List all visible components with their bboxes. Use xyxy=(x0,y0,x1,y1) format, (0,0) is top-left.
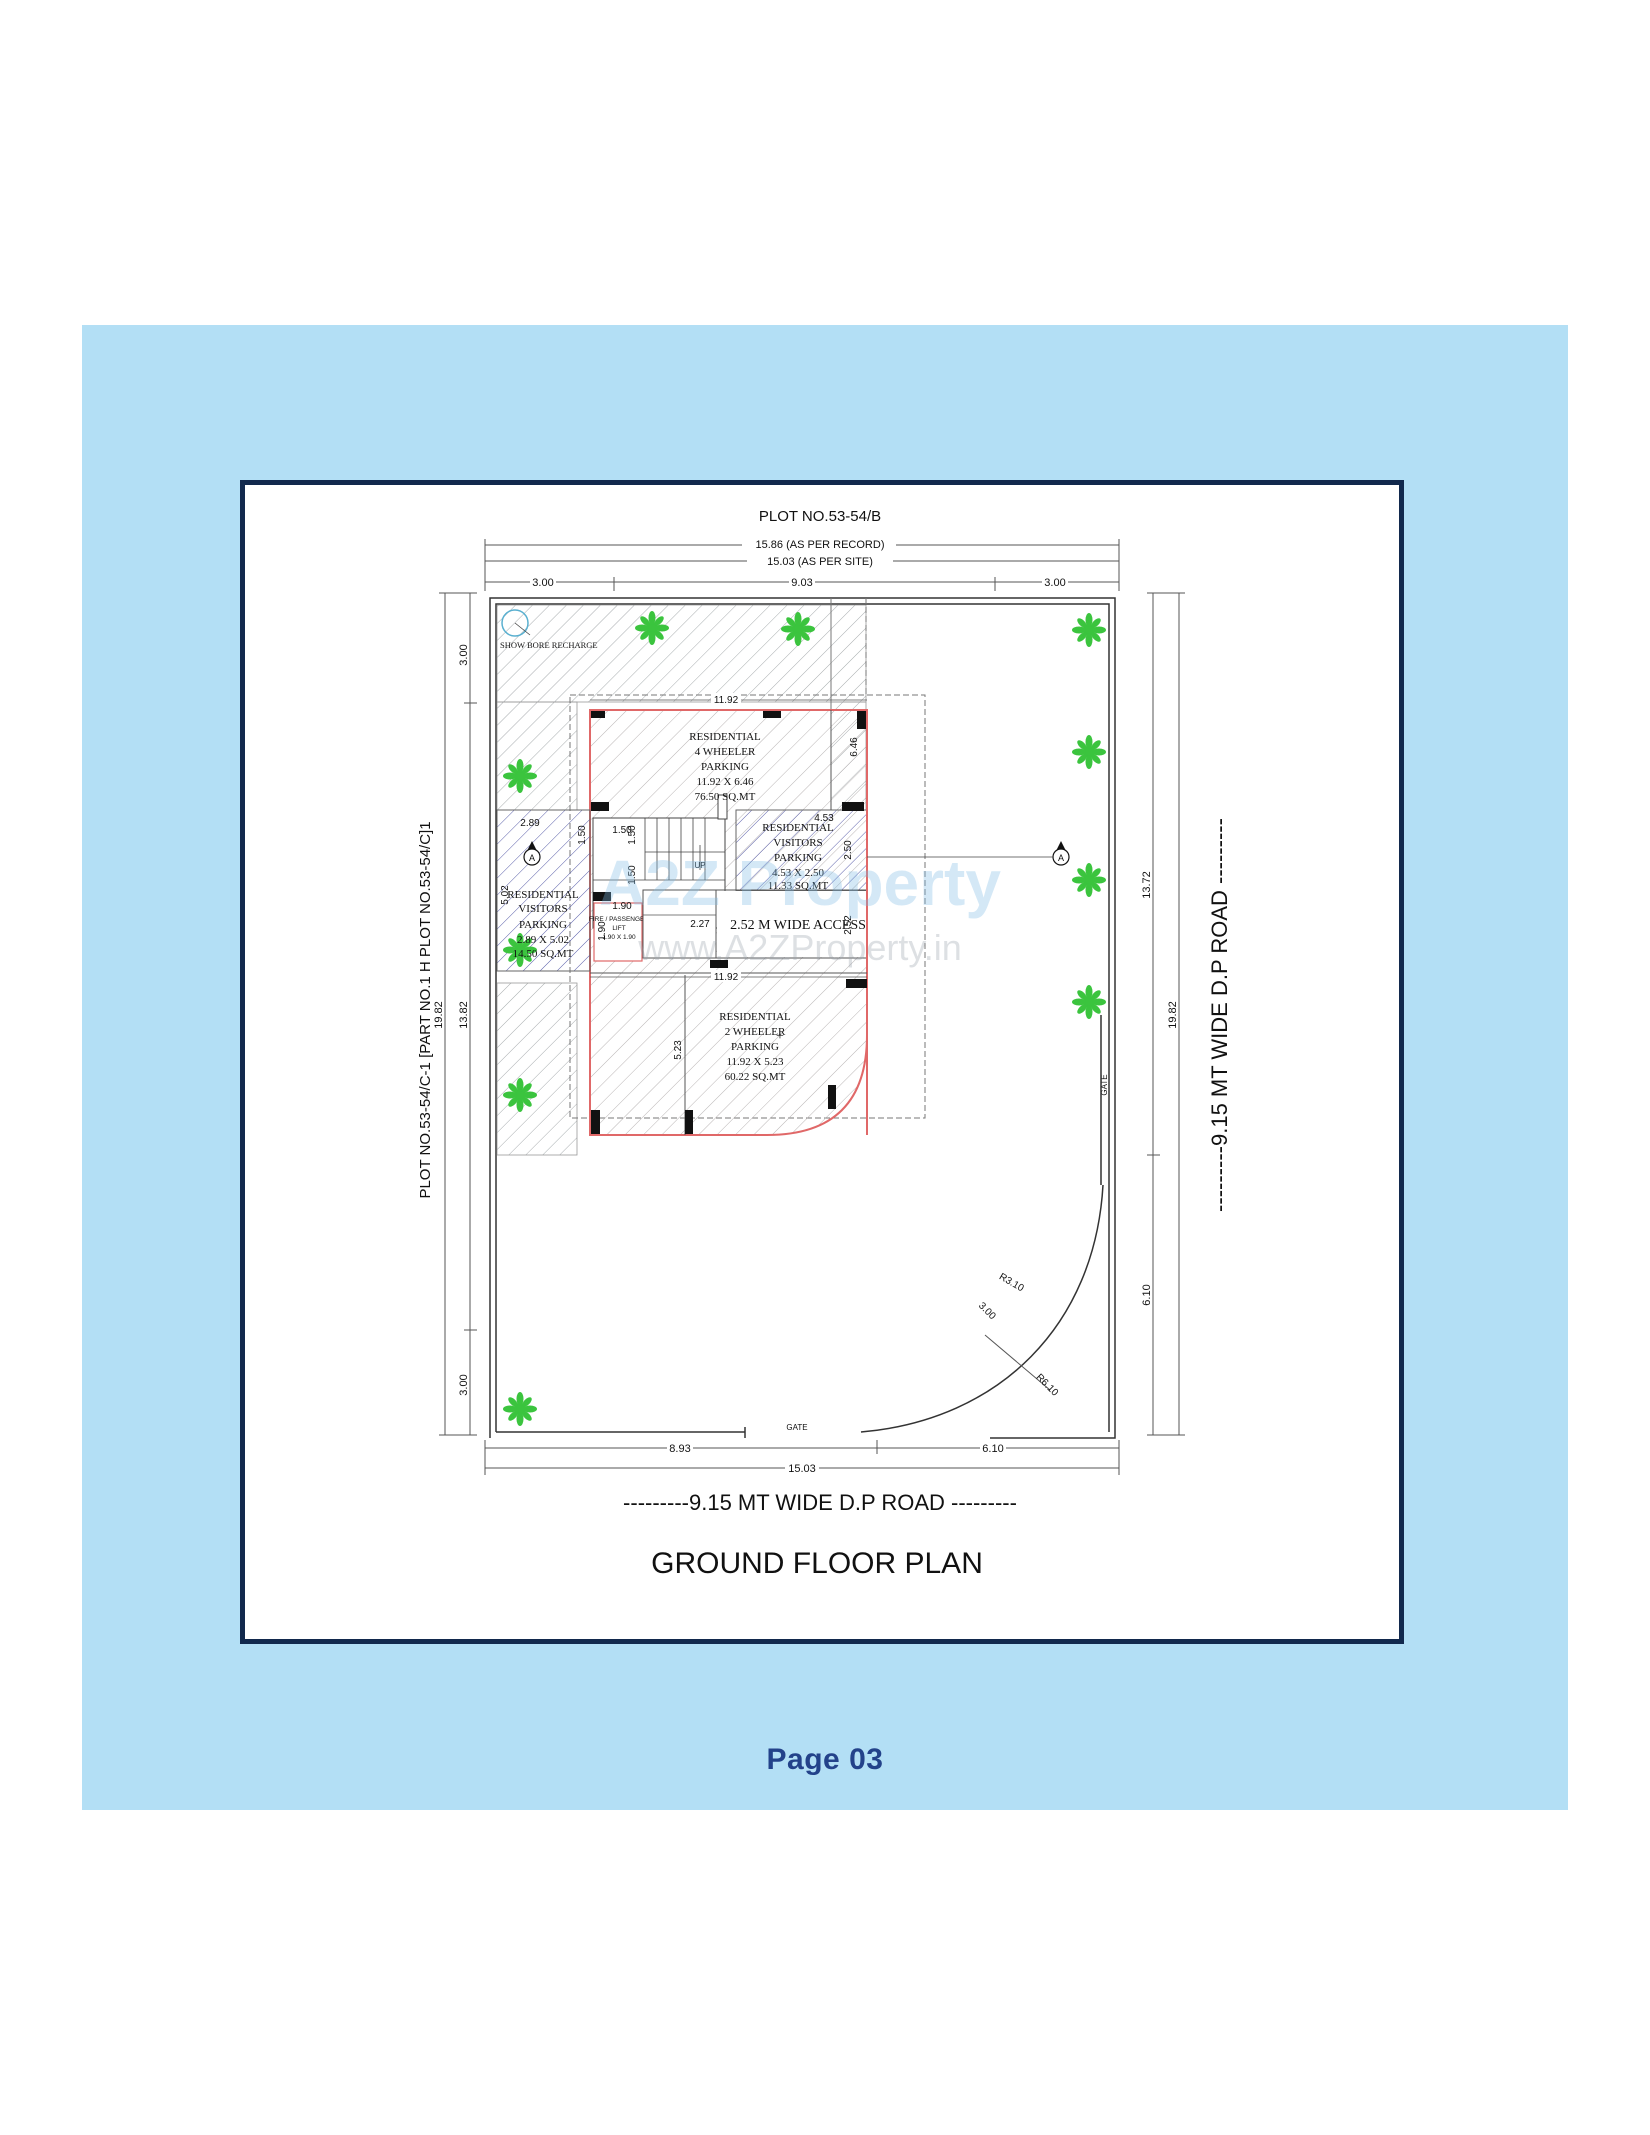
svg-text:1.90: 1.90 xyxy=(612,901,632,912)
access-lane xyxy=(717,891,866,957)
svg-text:19.82: 19.82 xyxy=(433,1001,445,1029)
svg-text:FIRE / PASSENGER: FIRE / PASSENGER xyxy=(589,916,650,923)
svg-text:2.27: 2.27 xyxy=(690,919,710,930)
svg-text:+: + xyxy=(776,1029,784,1044)
label-visitors-right: RESIDENTIAL VISITORS PARKING 4.53 X 2.50… xyxy=(762,822,834,892)
right-dim-text: 13.72 19.82 6.10 xyxy=(1141,871,1179,1305)
svg-text:1.90 X 1.90: 1.90 X 1.90 xyxy=(602,934,636,941)
page-number: Page 03 xyxy=(766,1743,884,1776)
driveway-arc xyxy=(860,1184,1104,1433)
svg-text:3.00: 3.00 xyxy=(976,1300,998,1322)
plot-left-label: PLOT NO.53-54/C-1 [PART NO.1 H PLOT NO.5… xyxy=(417,821,434,1198)
svg-text:3.00: 3.00 xyxy=(458,1374,470,1395)
lift: FIRE / PASSENGER LIFT 1.90 X 1.90 xyxy=(589,902,650,962)
svg-text:1.50: 1.50 xyxy=(577,825,588,845)
svg-text:3.00: 3.00 xyxy=(458,644,470,665)
svg-text:11.92: 11.92 xyxy=(714,695,739,706)
svg-text:A: A xyxy=(529,853,535,863)
label-visitors-left: RESIDENTIAL VISITORS PARKING 2.89 X 5.02… xyxy=(507,889,579,960)
svg-text:1.50: 1.50 xyxy=(627,865,638,885)
svg-text:19.82: 19.82 xyxy=(1167,1001,1179,1029)
svg-text:1.50: 1.50 xyxy=(612,825,632,836)
dim-site: 15.03 (AS PER SITE) xyxy=(767,556,873,568)
page-panel: PLOT NO.53-54/B 15.86 (AS PER RECORD) 15… xyxy=(82,325,1568,1810)
svg-text:2.89: 2.89 xyxy=(520,818,540,829)
section-marker-left: A xyxy=(523,841,541,866)
svg-text:VISITORS: VISITORS xyxy=(773,837,822,849)
dim-bottom-left: 8.93 xyxy=(669,1443,690,1455)
svg-text:6.46: 6.46 xyxy=(849,737,860,757)
columns xyxy=(591,711,867,1134)
svg-text:14.50 SQ.MT: 14.50 SQ.MT xyxy=(513,948,574,960)
bore-recharge-label: SHOW BORE RECHARGE xyxy=(500,640,598,650)
svg-text:PARKING: PARKING xyxy=(701,761,749,773)
svg-text:VISITORS: VISITORS xyxy=(518,903,567,915)
section-marker-right: A xyxy=(867,841,1070,866)
svg-text:5.02: 5.02 xyxy=(500,885,511,905)
svg-text:5.23: 5.23 xyxy=(673,1040,684,1060)
svg-text:2.52: 2.52 xyxy=(843,915,854,935)
access-label: 2.52 M WIDE ACCESS xyxy=(730,918,866,933)
plan-frame: PLOT NO.53-54/B 15.86 (AS PER RECORD) 15… xyxy=(240,480,1404,1644)
interior-dimensions: 11.92 11.92 6.46 5.23 2.89 5.02 4.53 2.5… xyxy=(500,693,1060,1399)
label-4-wheeler: RESIDENTIAL 4 WHEELER PARKING 11.92 X 6.… xyxy=(689,731,761,803)
plot-boundary xyxy=(489,597,1116,1439)
svg-text:PARKING: PARKING xyxy=(731,1041,779,1053)
svg-text:11.92 X 6.46: 11.92 X 6.46 xyxy=(696,776,754,788)
svg-text:PARKING: PARKING xyxy=(519,919,567,931)
visitors-right-zone xyxy=(735,809,868,892)
plot-top-label: PLOT NO.53-54/B xyxy=(759,508,881,525)
svg-text:UP: UP xyxy=(694,861,705,870)
label-2-wheeler: RESIDENTIAL 2 WHEELER PARKING 11.92 X 5.… xyxy=(719,1011,791,1083)
svg-text:2.50: 2.50 xyxy=(843,840,854,860)
gate-right-label: GATE xyxy=(1100,1074,1109,1095)
svg-text:R6.10: R6.10 xyxy=(1033,1372,1060,1399)
svg-text:RESIDENTIAL: RESIDENTIAL xyxy=(507,889,579,901)
svg-text:11.33 SQ.MT: 11.33 SQ.MT xyxy=(768,880,829,892)
svg-text:11.92 X 5.23: 11.92 X 5.23 xyxy=(726,1056,784,1068)
left-dim-text: 3.00 19.82 13.82 3.00 xyxy=(433,644,470,1395)
svg-text:PARKING: PARKING xyxy=(774,852,822,864)
svg-text:1.50: 1.50 xyxy=(627,825,638,845)
road-right-label: ---------9.15 MT WIDE D.P ROAD --------- xyxy=(1207,818,1232,1212)
svg-text:RESIDENTIAL: RESIDENTIAL xyxy=(689,731,761,743)
dim-bottom-right: 6.10 xyxy=(982,1443,1003,1455)
dim-top-right: 3.00 xyxy=(1044,577,1065,589)
svg-text:13.72: 13.72 xyxy=(1141,871,1153,899)
dim-record: 15.86 (AS PER RECORD) xyxy=(756,539,885,551)
watermark: A2Z Property www.A2ZProperty.in xyxy=(599,847,1001,968)
svg-text:13.82: 13.82 xyxy=(458,1001,470,1029)
dim-top-mid: 9.03 xyxy=(791,577,812,589)
svg-text:4.53 X 2.50: 4.53 X 2.50 xyxy=(772,867,824,879)
svg-text:2.89 X 5.02: 2.89 X 5.02 xyxy=(517,934,569,946)
dim-top-left: 3.00 xyxy=(532,577,553,589)
svg-text:www.A2ZProperty.in: www.A2ZProperty.in xyxy=(637,927,961,968)
svg-text:2 WHEELER: 2 WHEELER xyxy=(725,1026,786,1038)
svg-text:1.90: 1.90 xyxy=(597,921,608,941)
left-dimensions xyxy=(439,592,477,1436)
svg-text:6.10: 6.10 xyxy=(1141,1284,1153,1305)
svg-text:RESIDENTIAL: RESIDENTIAL xyxy=(762,822,834,834)
gate-bottom-label: GATE xyxy=(786,1423,807,1432)
svg-text:76.50 SQ.MT: 76.50 SQ.MT xyxy=(695,791,756,803)
svg-text:A2Z Property: A2Z Property xyxy=(599,847,1001,919)
svg-text:4 WHEELER: 4 WHEELER xyxy=(695,746,756,758)
svg-text:RESIDENTIAL: RESIDENTIAL xyxy=(719,1011,791,1023)
plan-title: GROUND FLOOR PLAN xyxy=(651,1547,983,1580)
svg-text:4.53: 4.53 xyxy=(814,813,834,824)
road-bottom-label: ---------9.15 MT WIDE D.P ROAD --------- xyxy=(623,1490,1017,1515)
bore-recharge-icon xyxy=(501,609,529,637)
svg-text:11.92: 11.92 xyxy=(714,972,739,983)
svg-text:60.22 SQ.MT: 60.22 SQ.MT xyxy=(725,1071,786,1083)
svg-text:R3.10: R3.10 xyxy=(997,1271,1026,1294)
right-dimensions xyxy=(1147,592,1185,1436)
dim-bottom-total: 15.03 xyxy=(788,1463,816,1475)
svg-text:A: A xyxy=(1058,853,1064,863)
svg-text:LIFT: LIFT xyxy=(612,925,625,932)
